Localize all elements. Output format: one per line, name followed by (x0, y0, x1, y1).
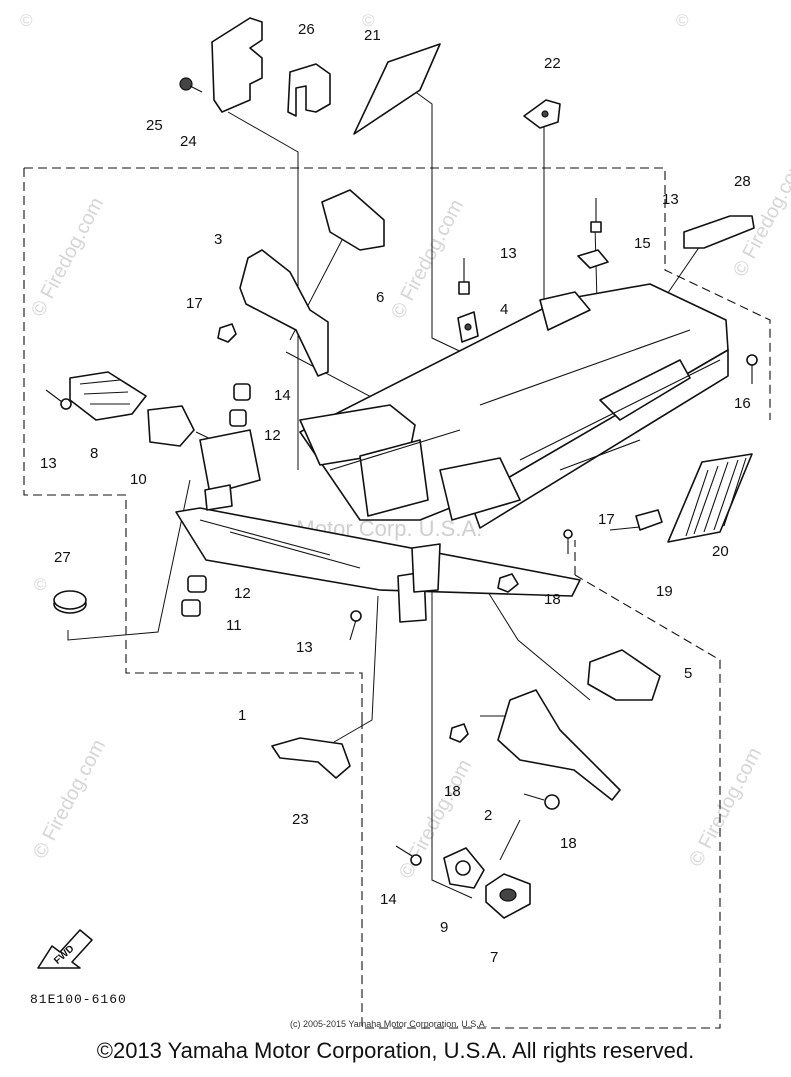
callout-26: 25 (146, 117, 163, 134)
callout-15: 14 (274, 387, 291, 404)
callout-2: 2 (484, 807, 492, 824)
watermark: © Firedog.com (27, 194, 108, 320)
callout-14: 13 (40, 455, 57, 472)
bolt-13-icon (590, 198, 602, 233)
callout-20: 19 (656, 583, 673, 600)
plate-22 (353, 43, 441, 135)
bolt-13-icon (458, 258, 470, 295)
mount-5 (587, 649, 661, 701)
diagram-code: 81E100-6160 (30, 992, 127, 1007)
damper-12-icon (187, 575, 207, 593)
bracket-27 (287, 63, 331, 117)
bracket-3 (239, 249, 329, 377)
grommet-23-icon (523, 99, 561, 129)
callout-6: 6 (376, 289, 384, 306)
plate-29 (683, 215, 755, 249)
watermark: © (676, 11, 689, 30)
callout-17: 17 (598, 511, 615, 528)
callout-28: 27 (54, 549, 71, 566)
watermark: © (362, 11, 375, 30)
bolt-19-icon (523, 793, 560, 810)
callout-21: 20 (712, 543, 729, 560)
screw-14-icon (395, 845, 422, 866)
callout-13: 13 (500, 245, 517, 262)
screw-17-icon (746, 354, 758, 384)
plate-21 (667, 453, 753, 543)
screw-14-icon (45, 389, 72, 410)
damper-12-icon (229, 409, 247, 427)
frame-assembly (175, 283, 729, 623)
callout-18: 18 (444, 783, 461, 800)
callout-5: 5 (684, 665, 692, 682)
nut-18-icon (497, 573, 519, 593)
watermark: © Firedog.com (685, 744, 766, 870)
collar-4-icon (457, 311, 479, 343)
mount-6 (321, 189, 385, 251)
bracket-25 (211, 17, 263, 113)
fwd-arrow-icon: FWD (37, 929, 93, 969)
callout-18: 18 (544, 591, 561, 608)
gasket-10 (147, 405, 195, 447)
callout-7: 7 (490, 949, 498, 966)
callout-10: 10 (130, 471, 147, 488)
callout-17: 16 (734, 395, 751, 412)
callout-23: 22 (544, 55, 561, 72)
callout-27: 26 (298, 21, 315, 38)
nut-18-icon (217, 323, 237, 343)
callout-13: 13 (296, 639, 313, 656)
grip-24 (271, 737, 351, 779)
bushing-8 (69, 371, 147, 421)
callout-4: 4 (500, 301, 508, 318)
callout-18: 17 (186, 295, 203, 312)
callout-12: 12 (234, 585, 251, 602)
bracket-2 (497, 689, 621, 801)
small-copyright: (c) 2005-2015 Yamaha Motor Corporation, … (290, 1019, 488, 1029)
damper-15-icon (233, 383, 251, 401)
assembly-boundary (23, 167, 771, 1029)
callout-14: 14 (380, 891, 397, 908)
bushing-7 (485, 873, 531, 919)
callout-25: 24 (180, 133, 197, 150)
nut-18-icon (449, 723, 469, 743)
callout-19: 18 (560, 835, 577, 852)
callout-11: 11 (226, 617, 242, 634)
callout-12: 12 (264, 427, 281, 444)
callout-8: 8 (90, 445, 98, 462)
screw-17-icon (563, 529, 573, 554)
callout-24: 23 (292, 811, 309, 828)
callout-29: 28 (734, 173, 751, 190)
watermark: © (34, 575, 47, 594)
watermark: © Firedog.com (29, 736, 110, 862)
callout-22: 21 (364, 27, 381, 44)
callout-16: 15 (634, 235, 651, 252)
damper-11-icon (181, 599, 201, 617)
ring-28-icon (53, 590, 87, 614)
callouts: 1 2 3 4 5 6 7 8 9 10 11 12 12 13 13 13 1… (40, 21, 751, 966)
clip-16-icon (577, 249, 609, 269)
watermark: © (20, 11, 33, 30)
callout-1: 1 (238, 707, 246, 724)
callout-13: 13 (662, 191, 679, 208)
callout-9: 9 (440, 919, 448, 936)
pad-20-icon (635, 509, 663, 531)
callout-3: 3 (214, 231, 222, 248)
bolt-26-icon (179, 77, 203, 93)
watermark: © Firedog.com (387, 196, 468, 322)
gasket-9 (443, 847, 485, 889)
page-copyright: ©2013 Yamaha Motor Corporation, U.S.A. A… (96, 1038, 695, 1063)
bolt-13-icon (349, 610, 362, 641)
